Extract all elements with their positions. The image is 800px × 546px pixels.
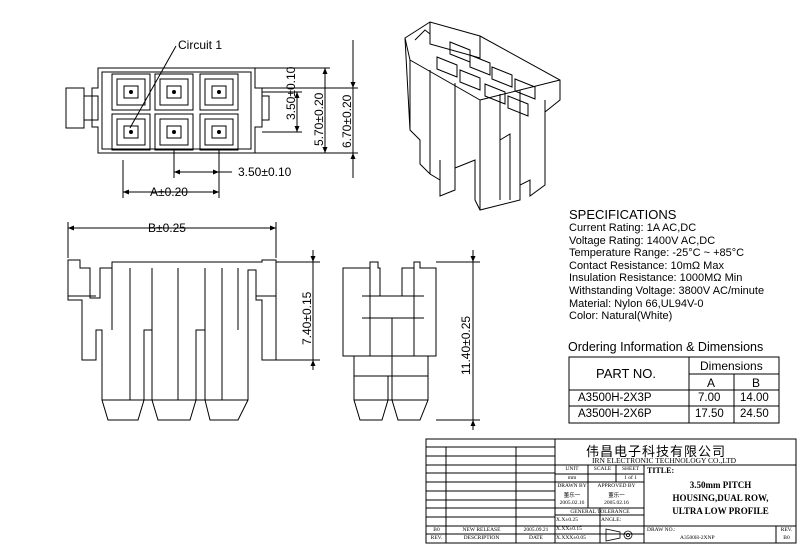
dim-a-label: A±0.20 (150, 185, 188, 199)
tolerance-xxx: X.XXX±0.05 (556, 535, 586, 541)
new-release-label: NEW RELEASE (462, 527, 501, 533)
drawn-date: 2005.02.16 (559, 500, 585, 506)
approved-date: 2005.02.16 (604, 500, 629, 506)
table-row-1-a: 7.00 (698, 392, 721, 404)
isometric-view (404, 21, 561, 211)
spec-current-rating: Current Rating: 1A AC,DC (569, 222, 697, 234)
draw-no-label: DRAW NO.: (647, 527, 676, 533)
drawn-by-label: DRAWN BY (557, 483, 587, 489)
spec-contact-resistance: Contact Resistance: 10mΩ Max (569, 259, 724, 272)
spec-color: Color: Natural(White) (569, 310, 673, 323)
tolerance-x: X.X±0.25 (556, 517, 578, 523)
title-block-grid (425, 438, 797, 544)
company-name-cn: 伟昌电子科技有限公司 (586, 445, 727, 460)
unit-value: mm (567, 475, 577, 481)
sheet-value: 1 of 1 (624, 475, 637, 481)
sheet-label: SHEET (621, 466, 640, 472)
angle-label: ANGLE: (601, 517, 622, 523)
table-row-2-b: 24.50 (740, 408, 769, 420)
draw-no-value: A3500H-2XNP (680, 535, 715, 541)
table-row-2-a: 17.50 (695, 408, 724, 420)
dim-11-40-label: 11.40±0.25 (459, 315, 473, 375)
dim-b-label: B±0.25 (148, 221, 186, 235)
dim-pitch-vertical-label: 3.50±0.10 (284, 66, 298, 120)
spec-temperature-range: Temperature Range: -25°C ~ +85°C (569, 247, 745, 260)
rev-box-label: REV. (780, 527, 793, 533)
date-column-label: DATE (528, 535, 544, 541)
dim-5-70-label: 5.70±0.20 (312, 92, 326, 146)
table-row-2-part: A3500H-2X6P (578, 408, 652, 420)
drawn-by-name: 董乐一 (563, 493, 581, 499)
title-label: TITLE: (647, 466, 675, 475)
description-column-label: DESCRIPTION (463, 535, 500, 541)
unit-label: UNIT (565, 466, 579, 472)
top-view (65, 40, 358, 198)
rev-column-label: REV. (430, 535, 443, 541)
rev-box-value: B0 (783, 535, 790, 541)
scale-label: SCALE (593, 466, 612, 472)
spec-insulation-resistance: Insulation Resistance: 1000MΩ Min (569, 272, 743, 285)
approved-by-label: APPROVED BY (597, 483, 636, 489)
projection-symbol-icon (605, 528, 633, 542)
dim-6-70-label: 6.70±0.20 (340, 94, 354, 148)
dimension-arrows (68, 68, 476, 426)
tolerance-xx: X.XX±0.15 (556, 526, 582, 532)
title-line-1: 3.50mm PITCH (689, 480, 752, 490)
column-a-header: A (707, 376, 716, 390)
company-name-en: IRN ELECTRONIC TECHNOLOGY CO.,LTD (592, 456, 737, 465)
revision-code: B0 (433, 527, 440, 533)
side-view (342, 250, 480, 430)
part-no-header: PART NO. (596, 366, 656, 381)
spec-withstanding-voltage: Withstanding Voltage: 3800V AC/minute (569, 285, 765, 297)
ordering-title: Ordering Information & Dimensions (568, 340, 764, 354)
table-row-1-b: 14.00 (740, 392, 769, 404)
table-row-1-part: A3500H-2X3P (578, 392, 652, 404)
title-line-3: ULTRA LOW PROFILE (672, 506, 769, 516)
general-tolerance-label: GENERAL TOLERANCE (570, 509, 630, 515)
column-b-header: B (752, 376, 761, 390)
front-view (67, 222, 320, 421)
spec-material: Material: Nylon 66,UL94V-0 (569, 297, 704, 310)
circuit-1-label: Circuit 1 (178, 38, 223, 52)
specifications-title: SPECIFICATIONS (569, 207, 677, 222)
dim-7-40-label: 7.40±0.15 (300, 291, 314, 345)
title-line-2: HOUSING,DUAL ROW, (672, 493, 769, 503)
release-date: 2005.09.21 (523, 527, 549, 533)
dimensions-header: Dimensions (700, 359, 763, 373)
approved-by-name: 董乐一 (608, 493, 625, 499)
ordering-table-grid (568, 356, 780, 424)
spec-voltage-rating: Voltage Rating: 1400V AC,DC (569, 234, 716, 247)
dim-pitch-horizontal-label: 3.50±0.10 (238, 165, 292, 179)
